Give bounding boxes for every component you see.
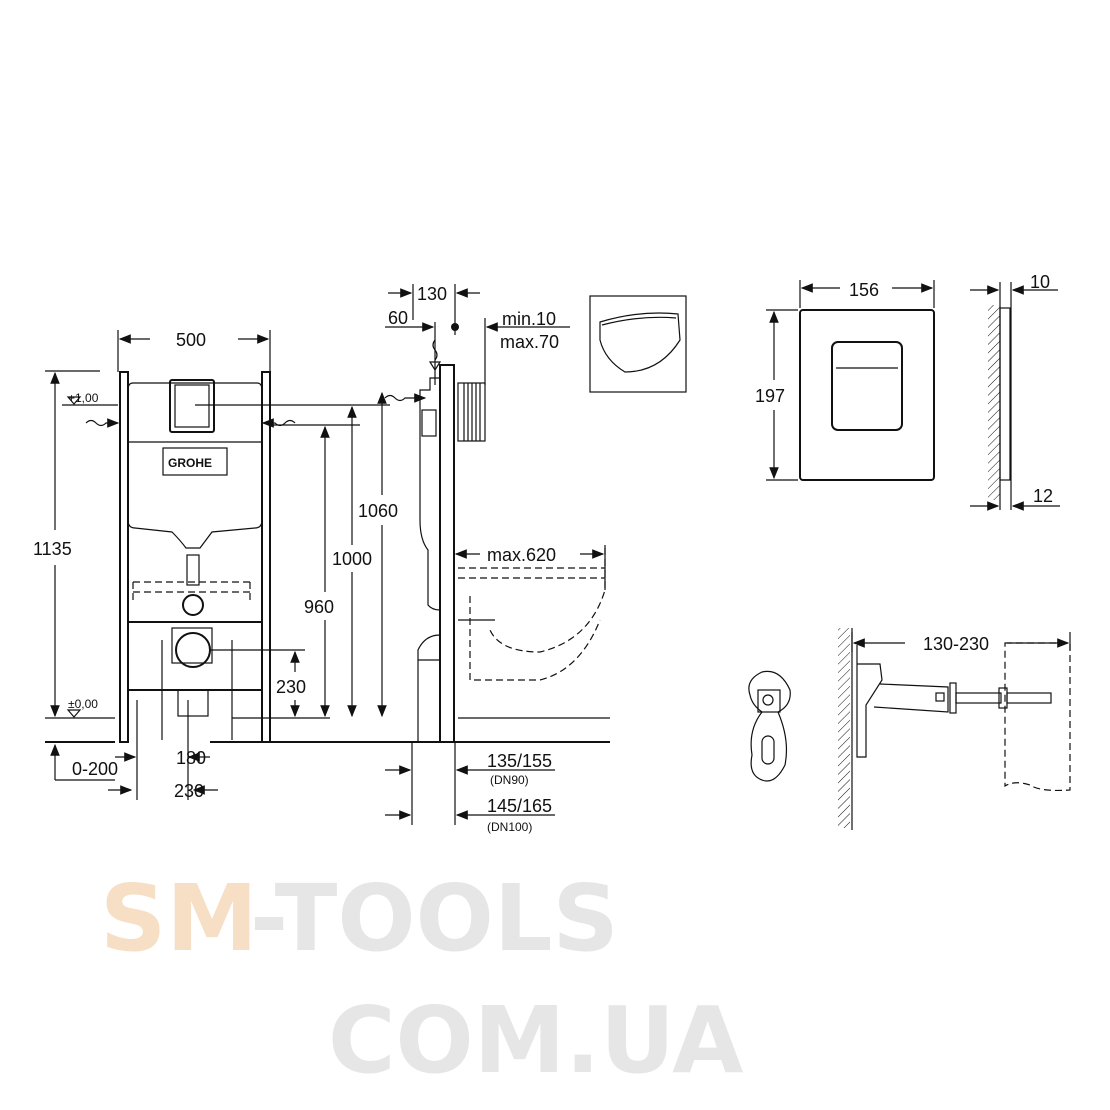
flush-button xyxy=(831,341,903,431)
dim-depth-130: 130 xyxy=(417,284,447,304)
side-view: 130 60 min.10 max.70 max.620 135/155 (DN… xyxy=(384,284,610,834)
dim-230-drain: 230 xyxy=(276,677,306,697)
watermark-tools: -TOOLS xyxy=(250,865,619,972)
dim-dn100-label: (DN100) xyxy=(487,820,532,834)
cistern xyxy=(127,382,263,549)
dim-spacing-230: 230 xyxy=(174,781,204,801)
side-cistern xyxy=(419,377,441,611)
dim-max-620: max.620 xyxy=(487,545,556,565)
bracket-view: 130-230 xyxy=(748,628,1071,830)
dim-offset-60: 60 xyxy=(388,308,408,328)
dim-bracket-range: 130-230 xyxy=(923,634,989,654)
dim-height-1135: 1135 xyxy=(33,539,72,559)
dim-plate-height-197: 197 xyxy=(755,386,785,406)
dim-spacing-180: 180 xyxy=(176,748,206,768)
watermark-sm: SM xyxy=(100,865,258,972)
flush-pipe xyxy=(182,594,204,616)
dim-dn90-value: 135/155 xyxy=(487,751,552,771)
dim-dn90-label: (DN90) xyxy=(490,773,529,787)
frame-right-post xyxy=(261,371,271,743)
frame-left-post xyxy=(119,371,129,743)
grohe-logo-box xyxy=(162,447,228,476)
toilet-thumbnail xyxy=(589,295,687,393)
grohe-logo: GROHE xyxy=(168,456,212,470)
dim-plate-width-156: 156 xyxy=(849,280,879,300)
watermark: SM -TOOLS COM.UA xyxy=(100,865,743,1094)
flush-plate xyxy=(799,309,935,481)
bracket-front xyxy=(748,670,791,782)
flush-plate-view: 156 197 10 12 xyxy=(755,272,1060,511)
flush-plate-opening xyxy=(169,379,215,433)
dim-960: 960 xyxy=(304,597,334,617)
front-view: GROHE +1,00 ±0,00 500 1135 xyxy=(33,330,610,801)
level-top: +1,00 xyxy=(68,391,99,405)
side-frame xyxy=(439,364,455,743)
dim-depth-12: 12 xyxy=(1033,486,1053,506)
level-zero: ±0,00 xyxy=(68,697,98,711)
watermark-domain: COM.UA xyxy=(328,987,743,1094)
threaded-rod xyxy=(955,692,1002,704)
flush-inner xyxy=(174,384,210,428)
dim-dn100-value: 145/165 xyxy=(487,796,552,816)
dim-width-500: 500 xyxy=(176,330,206,350)
drain-outlet xyxy=(175,632,211,668)
dim-1060: 1060 xyxy=(358,501,398,521)
dim-max-70: max.70 xyxy=(500,332,559,352)
dim-adjust-0-200: 0-200 xyxy=(72,759,118,779)
dim-min-10: min.10 xyxy=(502,309,556,329)
dim-depth-10: 10 xyxy=(1030,272,1050,292)
dim-1000: 1000 xyxy=(332,549,372,569)
